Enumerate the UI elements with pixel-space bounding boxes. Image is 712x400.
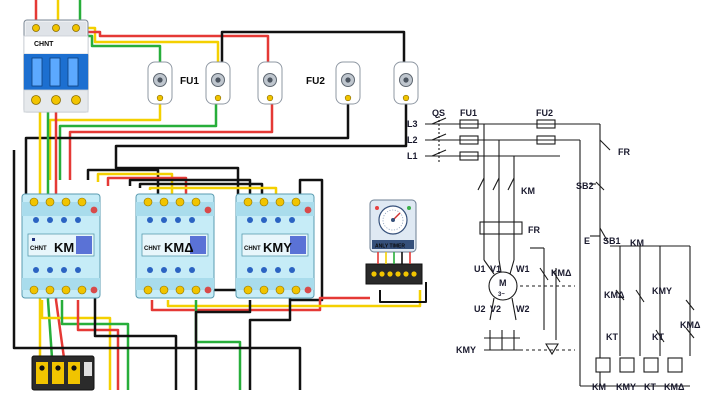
label-l1: L1 bbox=[407, 151, 418, 161]
wiring-layer bbox=[12, 0, 427, 390]
label-v2: V2 bbox=[490, 304, 501, 314]
label-kt-1: KT bbox=[606, 332, 618, 342]
contactor-label: KMY bbox=[263, 240, 292, 255]
label-kmd-control-2: KMΔ bbox=[680, 320, 701, 330]
label-coil-km: KM bbox=[592, 382, 606, 392]
fuse-holder bbox=[257, 61, 283, 105]
label-kmy-main: KMY bbox=[456, 345, 476, 355]
label-e: E bbox=[584, 236, 590, 246]
label-kmd-control: KMΔ bbox=[604, 290, 625, 300]
contactor-kmd: CHNT KMΔ bbox=[135, 193, 215, 299]
fuse-holder bbox=[335, 61, 361, 105]
label-sb1: SB1 bbox=[603, 236, 621, 246]
contactor-brand: CHNT bbox=[30, 246, 47, 252]
schematic-labels: QS L3 L2 L1 FU1 FU2 FR SB2 KM FR E SB1 K… bbox=[407, 108, 701, 392]
contactor-km: CHNT KM bbox=[21, 193, 101, 299]
label-kt-2: KT bbox=[652, 332, 664, 342]
contactor-brand: CHNT bbox=[144, 246, 161, 252]
contactor-brand: CHNT bbox=[244, 246, 261, 252]
fu2-pictorial-label: FU2 bbox=[306, 76, 325, 87]
fuse-holder bbox=[147, 61, 173, 105]
label-l3: L3 bbox=[407, 119, 418, 129]
label-l2: L2 bbox=[407, 135, 418, 145]
label-fr-control: FR bbox=[618, 147, 630, 157]
breaker-brand: CHNT bbox=[34, 41, 54, 48]
label-fu2: FU2 bbox=[536, 108, 553, 118]
label-kmd-main: KMΔ bbox=[551, 268, 572, 278]
label-motor: M bbox=[499, 278, 507, 288]
contactor-kmy: CHNT KMY bbox=[235, 193, 315, 299]
fuse-holders: FU1 FU2 bbox=[147, 61, 419, 105]
label-km-main: KM bbox=[521, 186, 535, 196]
label-w2: W2 bbox=[516, 304, 530, 314]
label-w1: W1 bbox=[516, 264, 530, 274]
label-coil-kmd: KMΔ bbox=[664, 382, 685, 392]
thermal-relay bbox=[31, 355, 95, 391]
fu1-pictorial-label: FU1 bbox=[180, 76, 199, 87]
label-sb2: SB2 bbox=[576, 181, 594, 191]
fuse-holder bbox=[393, 61, 419, 105]
label-qs: QS bbox=[432, 108, 445, 118]
timer-relay: ANLY TIMER bbox=[365, 199, 423, 285]
label-v1: V1 bbox=[490, 264, 501, 274]
label-u1: U1 bbox=[474, 264, 486, 274]
timer-caption: ANLY TIMER bbox=[375, 244, 405, 250]
label-kmy-control: KMY bbox=[652, 286, 672, 296]
label-km-seal: KM bbox=[630, 238, 644, 248]
label-coil-kmy: KMY bbox=[616, 382, 636, 392]
contactor-label: KMΔ bbox=[164, 240, 194, 255]
label-u2: U2 bbox=[474, 304, 486, 314]
circuit-breaker: CHNT bbox=[23, 19, 89, 113]
label-motor-phase: 3~ bbox=[498, 292, 505, 298]
label-fr-main: FR bbox=[528, 225, 540, 235]
label-fu1: FU1 bbox=[460, 108, 477, 118]
label-coil-kt: KT bbox=[644, 382, 656, 392]
fuse-holder bbox=[205, 61, 231, 105]
schematic bbox=[425, 116, 695, 387]
contactor-label: KM bbox=[54, 240, 74, 255]
